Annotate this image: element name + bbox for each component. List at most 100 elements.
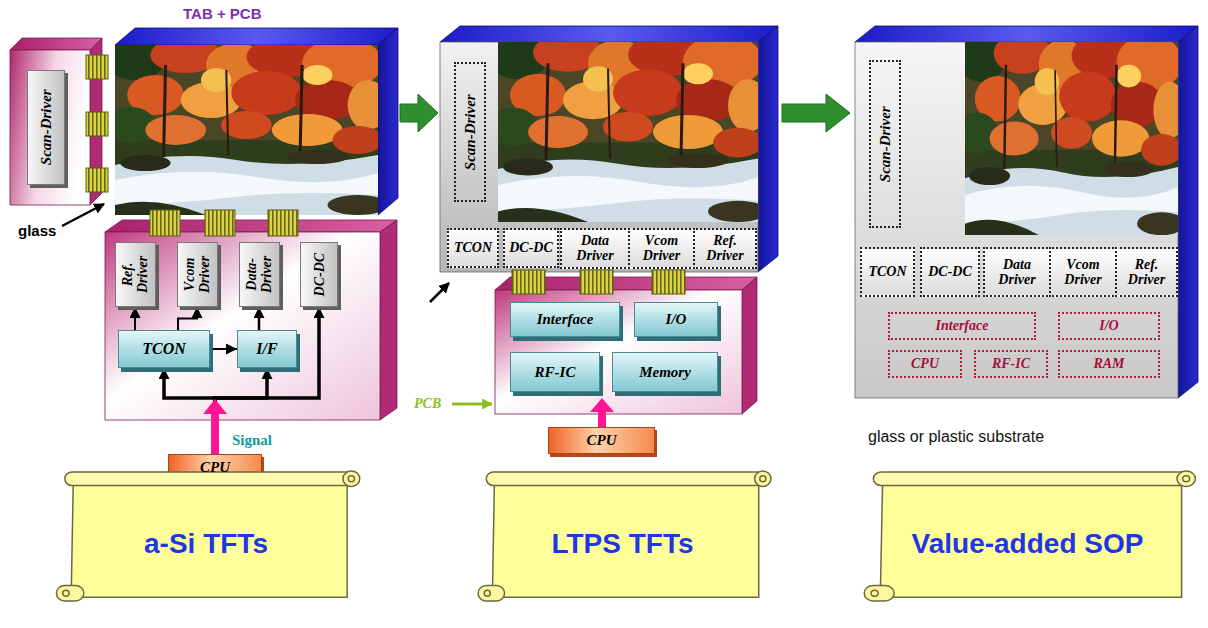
scroll-outline <box>56 585 83 601</box>
driver-chip: Ref. Driver <box>115 242 156 307</box>
tab-connector <box>268 210 298 236</box>
signal-arrow <box>590 398 614 428</box>
leader-arrow <box>62 204 104 226</box>
glass-panel <box>1178 26 1198 398</box>
pcb-chip: Memory <box>612 352 718 392</box>
label-text: Signal <box>232 432 272 449</box>
label-text: glass <box>18 222 56 239</box>
node-text: Scan-Driver <box>38 75 55 180</box>
tab-connector <box>205 210 235 236</box>
scroll-outline <box>478 585 504 601</box>
node-text: Data-Driver <box>244 247 275 302</box>
pcb-board <box>380 220 397 420</box>
pcb-board <box>105 220 397 420</box>
pcb-chip: Interface <box>510 302 620 337</box>
glass-panel <box>758 26 778 272</box>
node-text: CPU <box>200 459 230 476</box>
node-text: TCON <box>454 240 492 255</box>
tab-connector <box>512 270 685 294</box>
node-text: Interface <box>936 318 989 333</box>
pcb-board <box>105 220 397 232</box>
node-text: TCON <box>142 340 186 358</box>
scroll-outline <box>65 472 356 486</box>
system-block: RF-IC <box>974 350 1048 378</box>
pcb-board <box>105 232 380 420</box>
glass-panel <box>855 26 1198 42</box>
glass-panel <box>105 28 398 215</box>
node-text: LTPS TFTs <box>551 528 693 560</box>
signal-arrow <box>203 399 227 414</box>
scroll-banner: LTPS TFTs <box>470 468 775 605</box>
scroll-outline <box>1183 476 1190 482</box>
node-text: Data Driver <box>562 233 628 264</box>
scroll-banner: Value-added SOP <box>855 468 1200 605</box>
node-text: DC-DC <box>928 264 972 279</box>
node-text: RAM <box>1093 356 1124 371</box>
node-text: Interface <box>537 311 594 328</box>
connector <box>258 307 261 330</box>
scroll-outline <box>873 472 1190 486</box>
signal-label: Signal <box>232 432 272 449</box>
glass-panel <box>115 28 398 45</box>
scan-driver-block: Scan-Driver <box>869 60 901 228</box>
system-block: RAM <box>1058 350 1160 378</box>
connector <box>134 307 136 330</box>
cpu-box: CPU <box>548 427 655 454</box>
glass-panel <box>440 26 778 272</box>
label-text: TAB + PCB <box>183 5 261 22</box>
glass-panel <box>957 33 1186 235</box>
connector <box>215 307 319 454</box>
glass-panel <box>378 28 398 215</box>
signal-arrow <box>203 399 227 455</box>
controller-chip: TCON <box>118 330 210 368</box>
tab-connector <box>86 112 108 136</box>
scroll-outline <box>864 585 894 601</box>
node-text: Value-added SOP <box>912 528 1144 560</box>
node-text: Ref. Driver <box>695 233 755 264</box>
tab-connector <box>86 55 108 79</box>
circuit-block: Vcom Driver <box>628 228 695 269</box>
node-text: Scan-Driver <box>462 67 479 197</box>
tab-connector <box>512 270 545 294</box>
label-text: PCB <box>414 396 441 412</box>
scroll-outline <box>760 476 766 482</box>
signal-arrow <box>590 398 614 412</box>
tab-connector <box>86 55 298 236</box>
scroll-outline <box>486 472 767 486</box>
tab-connector <box>652 270 685 294</box>
callout-label: glass <box>18 222 56 239</box>
driver-chip: Data-Driver <box>239 242 280 307</box>
scroll-outline <box>1177 471 1195 487</box>
tab-connector <box>580 270 613 294</box>
tab-connector <box>86 168 108 192</box>
signal-arrow <box>598 410 606 428</box>
circuit-block: DC-DC <box>503 228 559 268</box>
system-block: I/O <box>1058 312 1160 340</box>
pcb-board <box>742 277 757 414</box>
circuit-block: Ref. Driver <box>693 228 757 269</box>
scan-driver-chip: Scan-Driver <box>27 70 65 185</box>
connector <box>178 307 197 330</box>
interface-chip: I/F <box>237 330 297 368</box>
node-text: Ref. Driver <box>120 247 151 302</box>
node-text: Ref. Driver <box>1117 257 1176 288</box>
scroll-banner: a-Si TFTs <box>48 468 364 605</box>
pcb-chip: RF-IC <box>510 352 600 392</box>
scroll-outline <box>343 471 360 487</box>
node-text: TCON <box>868 264 906 279</box>
system-block: Interface <box>888 312 1036 340</box>
leader-arrow <box>452 403 492 406</box>
scroll-outline <box>871 590 878 596</box>
circuit-block: Data Driver <box>983 247 1051 297</box>
signal-arrow <box>211 410 219 455</box>
scroll-outline <box>880 482 1181 597</box>
scroll-outline <box>71 482 347 597</box>
pcb-board <box>495 290 742 414</box>
scan-driver-board <box>10 38 102 50</box>
node-text: I/O <box>666 311 687 328</box>
label-text: glass or plastic substrate <box>868 428 1044 446</box>
driver-chip: Vcom Driver <box>177 242 218 307</box>
node-text: Data Driver <box>985 257 1049 288</box>
connector <box>210 348 237 350</box>
